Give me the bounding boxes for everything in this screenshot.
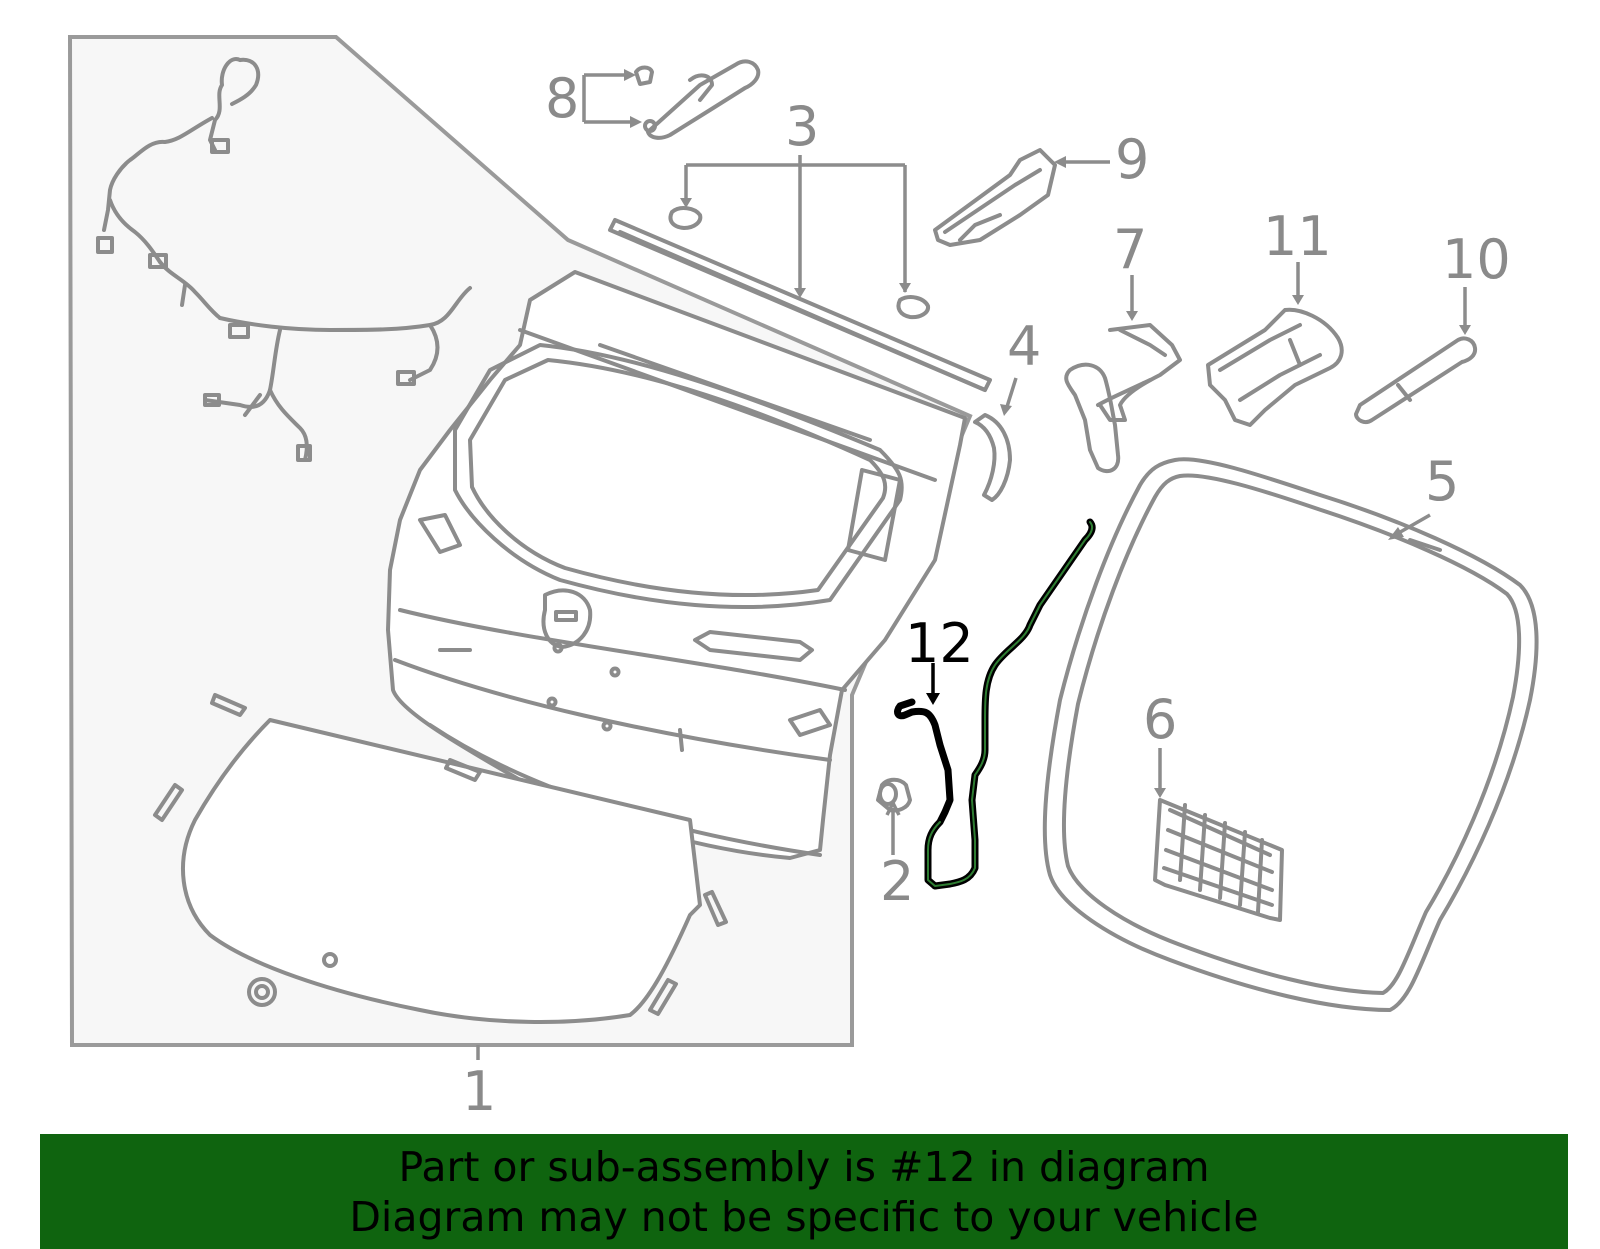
callout-4: 4 <box>1007 315 1041 378</box>
callout-8: 8 <box>545 67 579 130</box>
callout-9: 9 <box>1115 128 1149 191</box>
rear-glass <box>153 693 728 1024</box>
gas-spring-bracket <box>634 59 761 140</box>
callout-12: 12 <box>905 612 974 675</box>
wiring-harness <box>96 57 472 462</box>
gas-strut <box>1354 336 1478 425</box>
callout-2: 2 <box>880 850 914 913</box>
hinge-cover <box>933 148 1057 247</box>
vent-grille <box>1153 798 1284 922</box>
callout-11: 11 <box>1263 205 1332 268</box>
callout-1: 1 <box>462 1060 496 1123</box>
callout-10: 10 <box>1442 228 1511 291</box>
tailgate-hinge <box>1064 323 1182 474</box>
banner-line-2: Diagram may not be specific to your vehi… <box>349 1192 1259 1241</box>
leader-lines <box>476 69 1471 1060</box>
door-weatherstrip <box>1042 457 1539 1012</box>
weatherstrip-top <box>608 206 992 392</box>
callout-5: 5 <box>1425 450 1459 513</box>
callout-7: 7 <box>1113 218 1147 281</box>
tailgate-body <box>386 270 967 860</box>
side-trim <box>973 413 1012 502</box>
info-banner: Part or sub-assembly is #12 in diagram D… <box>40 1134 1568 1249</box>
banner-line-1: Part or sub-assembly is #12 in diagram <box>398 1142 1210 1191</box>
hinge-bracket <box>1206 307 1344 427</box>
callout-6: 6 <box>1143 688 1177 751</box>
washer-hose <box>894 518 1096 890</box>
callout-3: 3 <box>785 95 819 158</box>
